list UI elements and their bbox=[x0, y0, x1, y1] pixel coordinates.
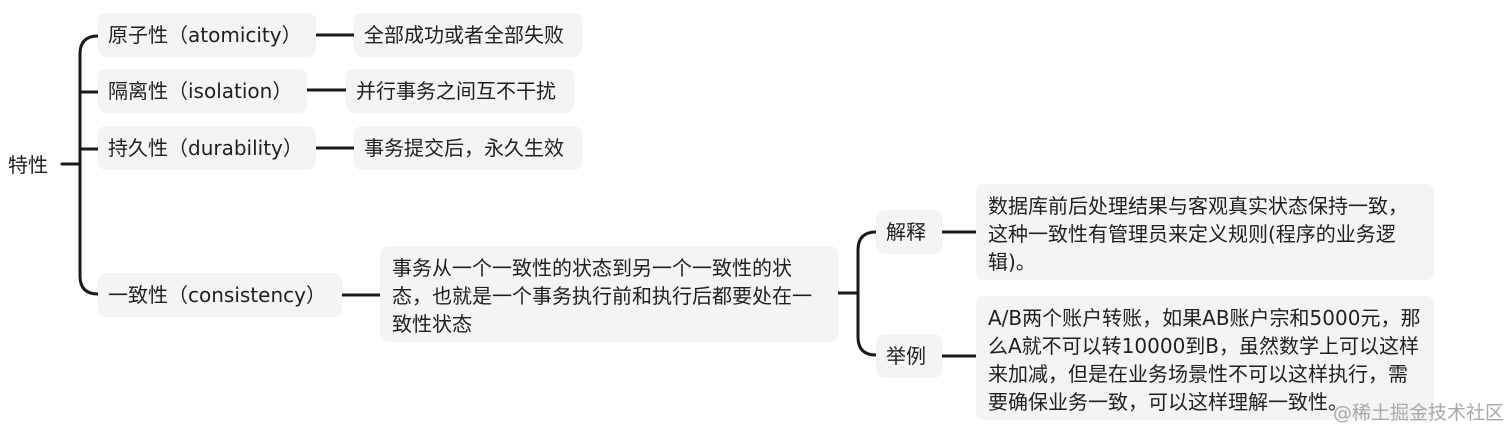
node-example-detail[interactable]: A/B两个账户转账，如果AB账户宗和5000元，那么A就不可以转10000到B，… bbox=[976, 296, 1434, 420]
atomicity-detail-text: 全部成功或者全部失败 bbox=[364, 23, 564, 47]
root-node[interactable]: 特性 bbox=[4, 149, 52, 181]
node-isolation[interactable]: 隔离性（isolation） bbox=[98, 69, 307, 113]
explain-detail-text: 数据库前后处理结果与客观真实状态保持一致，这种一致性有管理员来定义规则(程序的业… bbox=[988, 194, 1408, 274]
node-durability[interactable]: 持久性（durability） bbox=[98, 126, 316, 170]
explain-label: 解释 bbox=[886, 220, 926, 244]
connector-sub-spine bbox=[856, 230, 878, 357]
node-explain[interactable]: 解释 bbox=[876, 210, 942, 254]
example-label: 举例 bbox=[886, 344, 926, 368]
node-isolation-detail[interactable]: 并行事务之间互不干扰 bbox=[346, 69, 574, 113]
node-atomicity[interactable]: 原子性（atomicity） bbox=[98, 13, 316, 57]
durability-label: 持久性（durability） bbox=[108, 136, 303, 160]
isolation-label: 隔离性（isolation） bbox=[108, 79, 293, 103]
root-label: 特性 bbox=[8, 153, 48, 177]
node-consistency-detail[interactable]: 事务从一个一致性的状态到另一个一致性的状态，也就是一个事务执行前和执行后都要处在… bbox=[380, 246, 838, 342]
isolation-detail-text: 并行事务之间互不干扰 bbox=[356, 79, 556, 103]
atomicity-label: 原子性（atomicity） bbox=[108, 23, 302, 47]
consistency-detail-text: 事务从一个一致性的状态到另一个一致性的状态，也就是一个事务执行前和执行后都要处在… bbox=[392, 256, 812, 336]
watermark: @稀土掘金技术社区 bbox=[1332, 402, 1504, 424]
node-consistency[interactable]: 一致性（consistency） bbox=[98, 273, 342, 317]
connector-spine bbox=[78, 34, 100, 296]
example-detail-text: A/B两个账户转账，如果AB账户宗和5000元，那么A就不可以转10000到B，… bbox=[988, 306, 1421, 414]
node-explain-detail[interactable]: 数据库前后处理结果与客观真实状态保持一致，这种一致性有管理员来定义规则(程序的业… bbox=[976, 184, 1434, 280]
node-durability-detail[interactable]: 事务提交后，永久生效 bbox=[354, 126, 582, 170]
node-example[interactable]: 举例 bbox=[876, 334, 942, 378]
consistency-label: 一致性（consistency） bbox=[108, 283, 326, 307]
durability-detail-text: 事务提交后，永久生效 bbox=[364, 136, 564, 160]
node-atomicity-detail[interactable]: 全部成功或者全部失败 bbox=[354, 13, 582, 57]
